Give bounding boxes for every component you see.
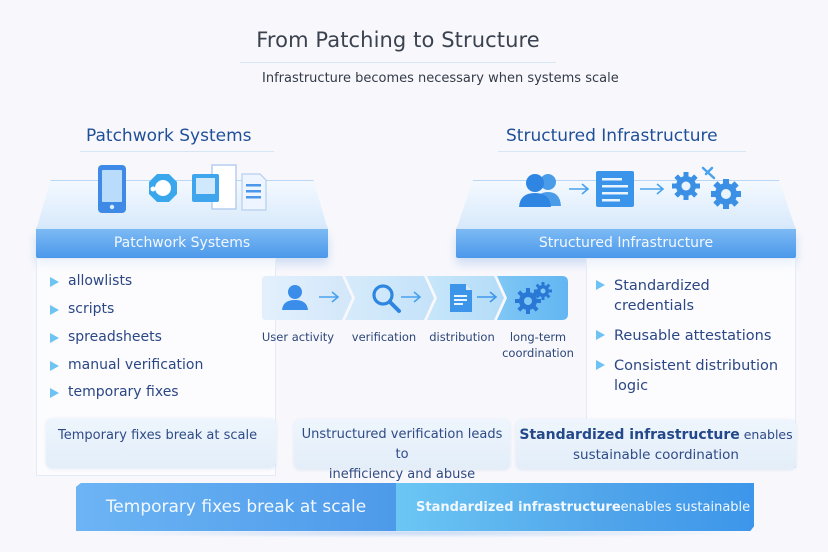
bullet-triangle-icon — [50, 333, 59, 343]
bullet-triangle-icon — [596, 330, 605, 340]
arrow-right-icon — [640, 183, 665, 195]
bullet-triangle-icon — [50, 305, 59, 315]
banner-left: Temporary fixes break at scale — [76, 483, 396, 531]
flow-label-verification: verification — [351, 330, 417, 344]
list-item: scripts — [50, 301, 270, 317]
title-divider — [240, 62, 556, 63]
users-icon — [519, 174, 561, 207]
page-title: From Patching to Structure — [256, 28, 540, 52]
left-section-heading: Patchwork Systems — [86, 126, 252, 146]
right-section-heading: Structured Infrastructure — [506, 126, 718, 146]
list-item: manual verification — [50, 357, 270, 373]
search-icon — [372, 284, 401, 313]
user-icon — [282, 285, 308, 310]
flow-step-2 — [345, 276, 434, 320]
arrow-right-icon — [319, 291, 340, 303]
list-item: temporary fixes — [50, 384, 270, 400]
list-item: allowlists — [50, 273, 270, 289]
bullet-triangle-icon — [50, 277, 59, 287]
document-icon — [450, 284, 472, 312]
list-item: Reusable attestations — [596, 326, 792, 346]
list-item: spreadsheets — [50, 329, 270, 345]
bullet-triangle-icon — [50, 388, 59, 398]
banner-right: Standardized infrastructure enables sust… — [396, 483, 754, 531]
left-platform-label: Patchwork Systems — [36, 229, 328, 258]
gears-icon — [672, 166, 741, 209]
arrow-right-icon — [569, 183, 590, 195]
flow-label-long-term-coordination: long-term coordination — [502, 330, 574, 360]
ring-connector-icon — [149, 174, 177, 202]
document-icon — [241, 173, 267, 211]
right-heading-divider — [498, 151, 746, 152]
page-subtitle: Infrastructure becomes necessary when sy… — [262, 71, 619, 86]
windows-icon — [192, 164, 237, 210]
gears-icon — [515, 282, 552, 314]
bullet-triangle-icon — [596, 360, 605, 370]
left-callout-box: Temporary fixes break at scale — [46, 418, 276, 468]
arrow-right-icon — [401, 291, 422, 303]
arrow-right-icon — [477, 291, 498, 303]
left-heading-divider — [80, 151, 274, 152]
bullet-triangle-icon — [596, 280, 605, 290]
left-platform-surface — [36, 180, 328, 230]
left-bullet-list: allowlists scripts spreadsheets manual v… — [50, 273, 270, 400]
list-item: Standardized credentials — [596, 276, 792, 316]
flow-label-distribution: distribution — [429, 330, 495, 344]
right-callout-box: Standardized infrastructure enables sust… — [516, 419, 796, 469]
bullet-triangle-icon — [50, 361, 59, 371]
right-bullet-list: Standardized credentials Reusable attest… — [596, 276, 792, 396]
list-item: Consistent distribution logic — [596, 356, 792, 396]
document-icon — [596, 171, 634, 207]
mobile-phone-icon — [98, 165, 126, 213]
banner-shadow — [70, 528, 760, 538]
right-platform-label: Structured Infrastructure — [456, 229, 796, 258]
flow-label-user-activity: User activity — [261, 330, 335, 344]
middle-callout-box: Unstructured verification leads to ineff… — [294, 419, 510, 482]
